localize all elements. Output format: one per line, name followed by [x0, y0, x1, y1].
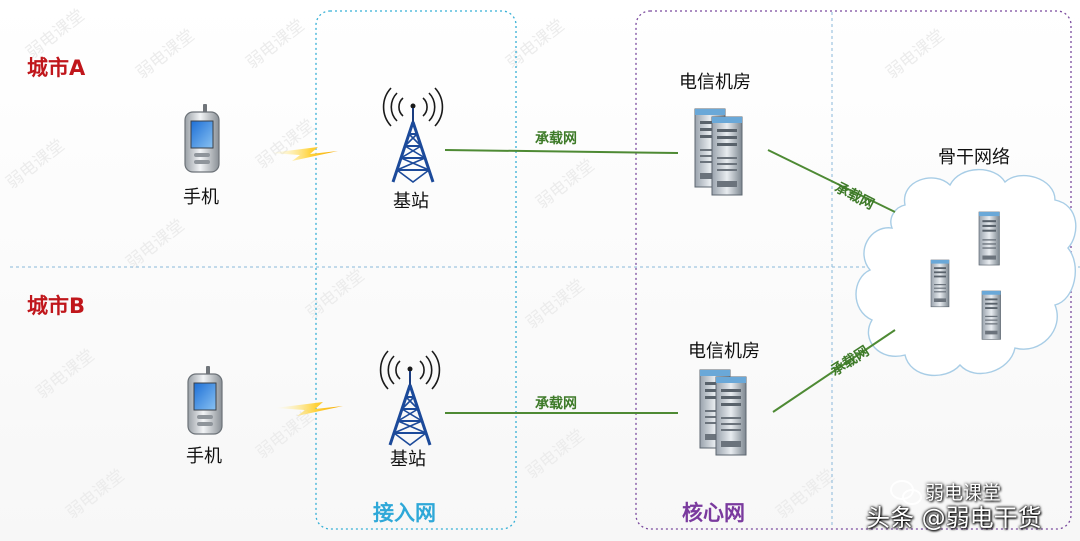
room-b-label: 电信机房 [688, 341, 760, 362]
caption-top: 弱电课堂 [925, 482, 1002, 504]
station-b-label: 基站 [390, 449, 426, 470]
room-a-label: 电信机房 [679, 72, 751, 93]
wechat-icon [890, 480, 922, 505]
city-b-label: 城市B [27, 294, 86, 318]
core-network-label: 核心网 [682, 501, 745, 525]
backbone-label: 骨干网络 [938, 147, 1010, 168]
access-network-label: 接入网 [373, 501, 436, 525]
station-a-label: 基站 [393, 191, 429, 212]
city-a-label: 城市A [27, 56, 86, 80]
bearer-link-label-a: 承载网 [535, 131, 577, 147]
caption-bottom: 头条 @弱电干货 [866, 504, 1042, 532]
phone-b-label: 手机 [186, 446, 222, 467]
phone-a-label: 手机 [183, 187, 219, 208]
bearer-link-label-b: 承载网 [535, 396, 577, 412]
cloud-icon [855, 168, 1077, 377]
